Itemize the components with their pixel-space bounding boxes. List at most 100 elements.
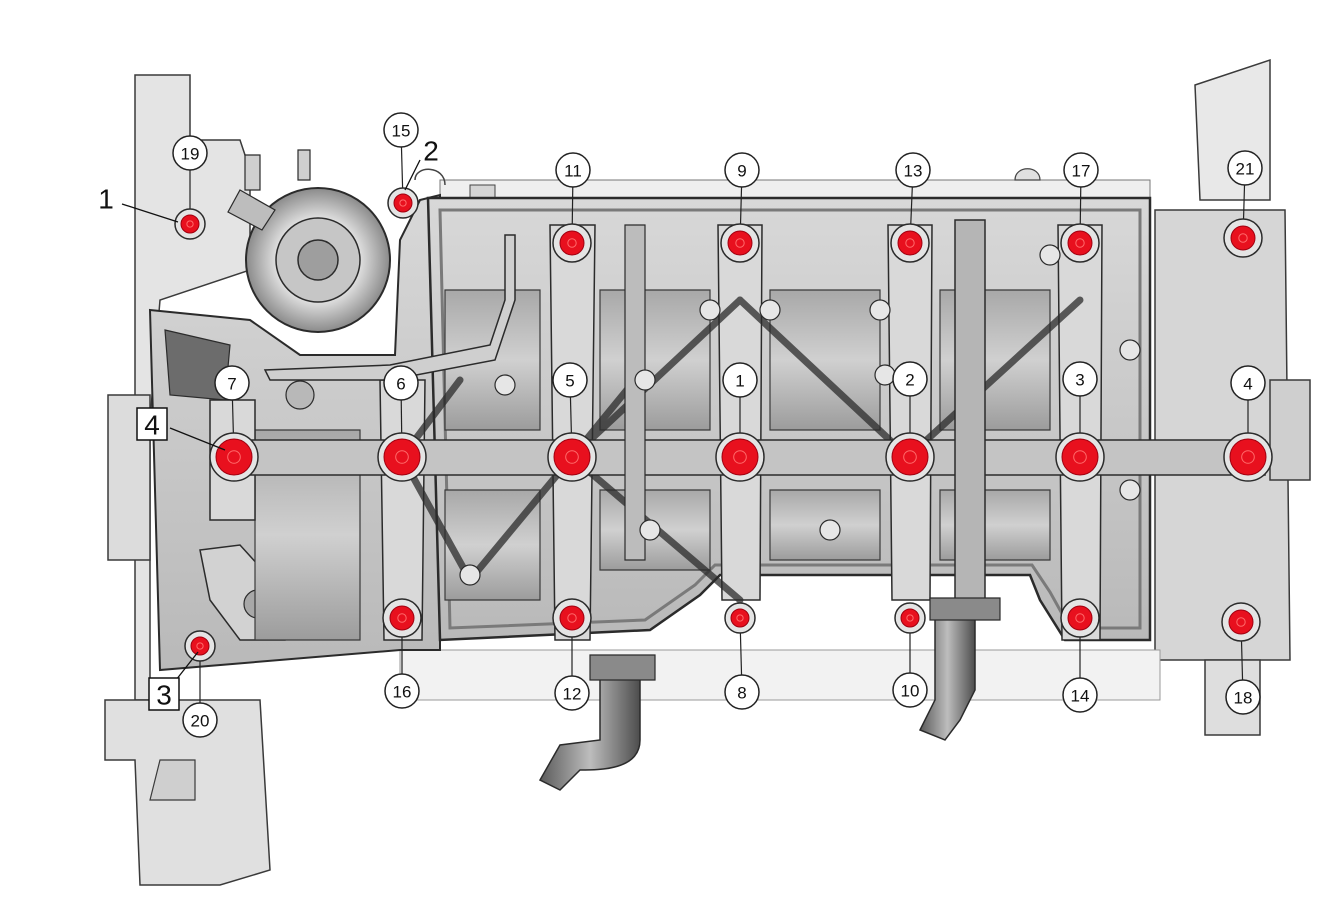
bolt-socket-18 — [1236, 617, 1246, 627]
callout-circle-1 — [722, 362, 758, 398]
callout-number-21: 21 — [1236, 160, 1255, 179]
bolt-19 — [180, 214, 200, 234]
bolt-20 — [190, 636, 210, 656]
callout-circle-14 — [1062, 677, 1098, 713]
bolt-socket-6 — [395, 450, 409, 464]
bolt-socket-8 — [736, 614, 744, 622]
callout-number-12: 12 — [563, 685, 582, 704]
callout-circle-10 — [892, 672, 928, 708]
bolt-socket-17 — [1075, 238, 1085, 248]
callout-number-9: 9 — [737, 162, 746, 181]
bolt-13 — [897, 230, 923, 256]
bolt-socket-10 — [906, 614, 914, 622]
bolt-10 — [900, 608, 920, 628]
bolt-socket-15 — [399, 199, 407, 207]
callout-number-2: 2 — [905, 371, 914, 390]
callout-number-3: 3 — [1075, 371, 1084, 390]
reference-box-4 — [136, 407, 168, 441]
callout-circle-8 — [724, 674, 760, 710]
reference-label-3: 3 — [156, 680, 172, 711]
callout-circle-15 — [383, 112, 419, 148]
reference-labels: 1 2 3 4 — [98, 136, 439, 711]
bolt-9 — [727, 230, 753, 256]
bolt-2 — [891, 438, 929, 476]
reference-leader-1 — [121, 203, 179, 223]
callout-circle-6 — [383, 365, 419, 401]
callout-circle-9 — [724, 152, 760, 188]
callout-circle-4 — [1230, 365, 1266, 401]
bolt-socket-19 — [186, 220, 194, 228]
bolt-14 — [1067, 605, 1093, 631]
reference-label-2: 2 — [423, 136, 439, 167]
reference-label-1: 1 — [98, 184, 114, 215]
callout-number-15: 15 — [392, 122, 411, 141]
callout-circle-3 — [1062, 361, 1098, 397]
callout-number-10: 10 — [901, 682, 920, 701]
bolt-socket-21 — [1238, 233, 1248, 243]
bolt-socket-20 — [196, 642, 204, 650]
bolt-7 — [215, 438, 253, 476]
bolt-1 — [721, 438, 759, 476]
bolt-socket-11 — [567, 238, 577, 248]
callout-number-19: 19 — [181, 145, 200, 164]
callout-number-18: 18 — [1234, 689, 1253, 708]
callout-circle-21 — [1227, 150, 1263, 186]
bolt-16 — [389, 605, 415, 631]
bolt-15 — [393, 193, 413, 213]
bearing-ladder-frame — [209, 196, 1266, 642]
bolt-6 — [383, 438, 421, 476]
bolt-socket-5 — [565, 450, 579, 464]
bolt-18 — [1228, 609, 1254, 635]
callout-number-13: 13 — [904, 162, 923, 181]
callout-number-7: 7 — [227, 375, 236, 394]
bolt-socket-14 — [1075, 613, 1085, 623]
bolt-12 — [559, 605, 585, 631]
callout-number-4: 4 — [1243, 375, 1252, 394]
bolt-3 — [1061, 438, 1099, 476]
bolt-4 — [1229, 438, 1267, 476]
callout-circle-19 — [172, 135, 208, 171]
bolt-socket-3 — [1073, 450, 1087, 464]
bolt-17 — [1067, 230, 1093, 256]
bolt-positions — [174, 187, 1273, 662]
callout-circle-7 — [214, 365, 250, 401]
callout-circle-13 — [895, 152, 931, 188]
bolt-socket-1 — [733, 450, 747, 464]
callout-circle-17 — [1063, 152, 1099, 188]
bolt-socket-9 — [735, 238, 745, 248]
bolt-socket-4 — [1241, 450, 1255, 464]
callout-circle-2 — [892, 361, 928, 397]
bolt-socket-16 — [397, 613, 407, 623]
callout-circle-16 — [384, 673, 420, 709]
callout-circle-12 — [554, 675, 590, 711]
callout-number-6: 6 — [396, 375, 405, 394]
bolt-8 — [730, 608, 750, 628]
callout-number-11: 11 — [564, 162, 582, 181]
callout-circle-11 — [555, 152, 591, 188]
bolt-socket-13 — [905, 238, 915, 248]
bolt-socket-7 — [227, 450, 241, 464]
callout-number-20: 20 — [191, 712, 210, 731]
callout-number-16: 16 — [393, 683, 412, 702]
callout-circle-18 — [1225, 679, 1261, 715]
callout-number-5: 5 — [565, 372, 574, 391]
coolant-hoses — [538, 597, 1001, 791]
callout-circle-5 — [552, 362, 588, 398]
callout-number-8: 8 — [737, 684, 746, 703]
reference-leader-2 — [404, 159, 421, 191]
callout-circle-20 — [182, 702, 218, 738]
reference-label-4: 4 — [144, 410, 160, 441]
bolt-5 — [553, 438, 591, 476]
bolt-socket-2 — [903, 450, 917, 464]
reference-box-3 — [148, 677, 180, 711]
callout-number-14: 14 — [1071, 687, 1090, 706]
reference-leader-3 — [175, 651, 199, 681]
bolt-21 — [1230, 225, 1256, 251]
bolt-socket-12 — [567, 613, 577, 623]
bolt-11 — [559, 230, 585, 256]
callout-number-17: 17 — [1072, 162, 1091, 181]
callout-number-1: 1 — [735, 372, 744, 391]
reference-leader-4 — [169, 427, 226, 451]
